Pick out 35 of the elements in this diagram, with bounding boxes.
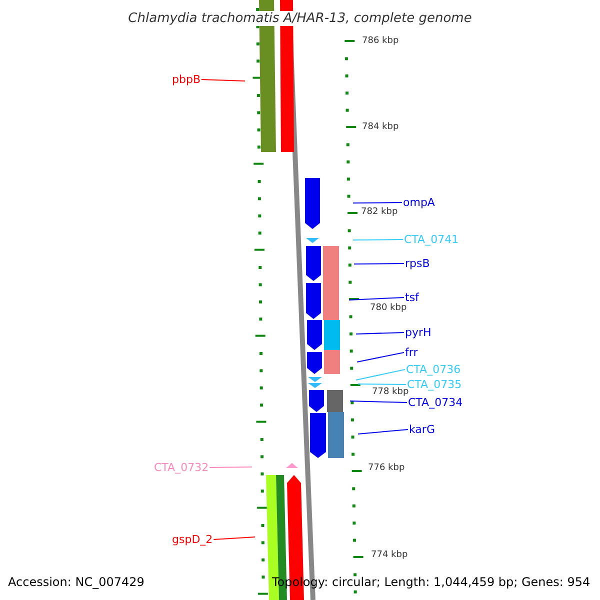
gene-label: pbpB [172, 74, 200, 85]
scale-label: 782 kbp [361, 208, 398, 217]
gene-label: CTA_0736 [406, 364, 461, 375]
gene-label: CTA_0734 [408, 397, 463, 408]
scale-label: 780 kbp [370, 304, 407, 313]
gene-label: karG [409, 424, 435, 435]
gene-label: pyrH [405, 327, 432, 338]
accession-text: Accession: NC_007429 [8, 576, 144, 588]
gene-label: CTA_0732 [154, 462, 209, 473]
gene-label: CTA_0741 [404, 234, 459, 245]
leader-line [354, 263, 404, 264]
leader-line [352, 202, 402, 204]
gene-label: gspD_2 [172, 534, 213, 545]
leader-line [209, 466, 252, 468]
leader-line [358, 429, 408, 434]
leader-line [201, 79, 246, 82]
gene-label: rpsB [405, 258, 430, 269]
gene-label: ompA [403, 197, 435, 208]
leader-line [358, 384, 406, 385]
leader-line [356, 369, 406, 380]
gene-label: tsf [405, 292, 419, 303]
scale-label: 786 kbp [362, 37, 399, 46]
leader-line [350, 400, 408, 403]
scale-label: 774 kbp [371, 551, 408, 560]
leader-line [213, 536, 256, 540]
leader-line [348, 297, 404, 300]
gene-label: frr [405, 347, 418, 358]
genome-info-text: Topology: circular; Length: 1,044,459 bp; Genes: 954 [272, 576, 590, 588]
scale-label: 784 kbp [362, 123, 399, 132]
scale-label: 776 kbp [368, 464, 405, 473]
leader-line [356, 332, 404, 334]
leader-line [352, 239, 404, 240]
scale-label: 778 kbp [372, 388, 409, 397]
gene-label: CTA_0735 [407, 379, 462, 390]
leader-line [356, 352, 404, 362]
